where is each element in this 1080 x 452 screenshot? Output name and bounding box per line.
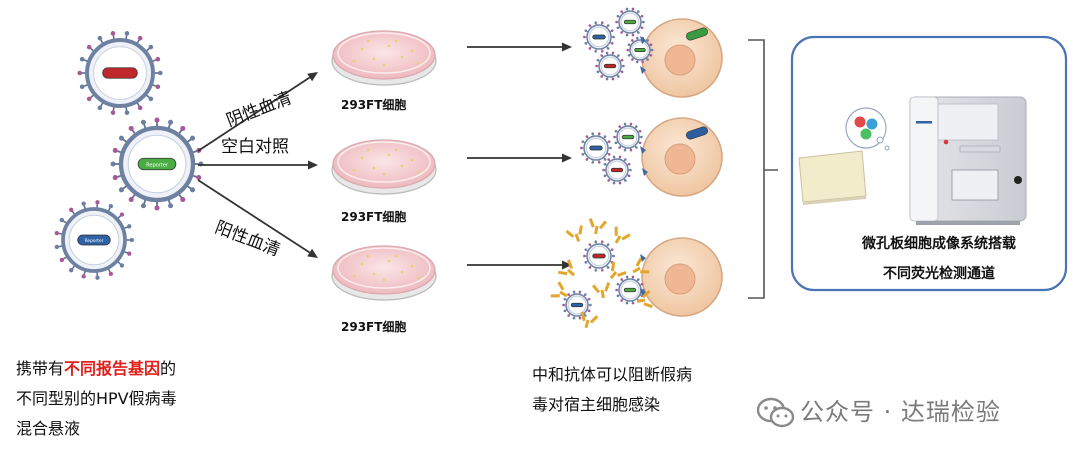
antibody-10: [636, 289, 653, 309]
watermark-text: 公众号 · 达瑞检验: [800, 398, 1001, 426]
instrument-caption-line1: 微孔板细胞成像系统搭载: [862, 236, 1016, 252]
antibody-4: [557, 259, 576, 277]
dish-1: [331, 30, 437, 86]
host-cell-1: [641, 18, 723, 98]
virus-mini-1a: [583, 21, 615, 53]
virus-mini-1b: [615, 7, 645, 37]
middle-caption-line2: 毒对宿主细胞感染: [532, 395, 661, 414]
dish-3: [331, 245, 437, 301]
receptor-2b: [642, 168, 648, 176]
left-caption-suffix: 的: [160, 359, 177, 378]
left-caption: 携带有不同报告基因的 不同型别的HPV假病毒 混合悬液: [16, 354, 177, 444]
fluorescence-bubble: [845, 107, 890, 151]
host-cell-2: [641, 117, 723, 197]
antibody-6: [632, 257, 650, 274]
left-caption-line1: 携带有不同报告基因的: [16, 354, 177, 384]
antibody-3: [614, 226, 631, 244]
arrow-positive-serum: [197, 179, 318, 258]
receptor-2a: [640, 146, 646, 154]
dish-2: [331, 139, 437, 195]
instrument-caption-line2: 不同荧光检测通道: [883, 266, 995, 282]
middle-caption: 中和抗体可以阻断假病 毒对宿主细胞感染: [532, 360, 692, 420]
virus-type-1: [77, 31, 163, 115]
left-caption-line2: 不同型别的HPV假病毒: [16, 389, 177, 408]
virus-mini-3a: [583, 240, 615, 272]
virus-mini-1d: [626, 36, 654, 64]
receptor-3a: [640, 254, 646, 262]
arrow-to-cell-2: [467, 153, 572, 163]
svg-text:Reporter: Reporter: [85, 238, 104, 244]
microplate: [798, 150, 867, 205]
arrow-blank-control: [198, 160, 318, 170]
host-cell-3: [641, 237, 723, 317]
virus-mini-2b: [613, 122, 643, 152]
middle-caption-line1: 中和抗体可以阻断假病: [532, 365, 693, 384]
dish-label-2: 293FT细胞: [341, 210, 407, 224]
label-blank-control: 空白对照: [221, 137, 289, 157]
receptor-1a: [640, 36, 646, 44]
left-caption-prefix: 携带有: [16, 359, 65, 378]
watermark: 公众号 · 达瑞检验: [756, 392, 1001, 430]
antibody-5: [609, 261, 627, 280]
imaging-instrument: [909, 96, 1027, 225]
receptor-1b: [640, 66, 646, 74]
virus-mini-2c: [602, 155, 632, 185]
antibody-8: [580, 311, 599, 329]
antibody-1: [565, 225, 583, 243]
wechat-icon: [756, 397, 795, 428]
arrow-to-cell-3: [467, 260, 572, 270]
antibody-7: [591, 282, 611, 299]
dish-label-3: 293FT细胞: [341, 320, 407, 334]
virus-mini-1c: [595, 51, 625, 81]
virus-type-3: Reporter: [54, 200, 134, 280]
antibody-2: [588, 218, 608, 235]
bracket: [748, 39, 778, 299]
receptor-3b: [640, 288, 646, 296]
arrow-to-cell-1: [467, 42, 572, 52]
virus-type-2: Reporter: [110, 117, 204, 211]
virus-mini-2a: [580, 132, 612, 164]
svg-text:Reporter: Reporter: [146, 163, 169, 169]
left-caption-line3: 混合悬液: [16, 419, 81, 438]
dish-label-1: 293FT细胞: [341, 98, 407, 112]
left-caption-highlight: 不同报告基因: [64, 359, 161, 378]
arrow-negative-serum: [197, 72, 318, 152]
virus-mini-3c: [562, 290, 592, 320]
antibody-9: [550, 281, 568, 298]
